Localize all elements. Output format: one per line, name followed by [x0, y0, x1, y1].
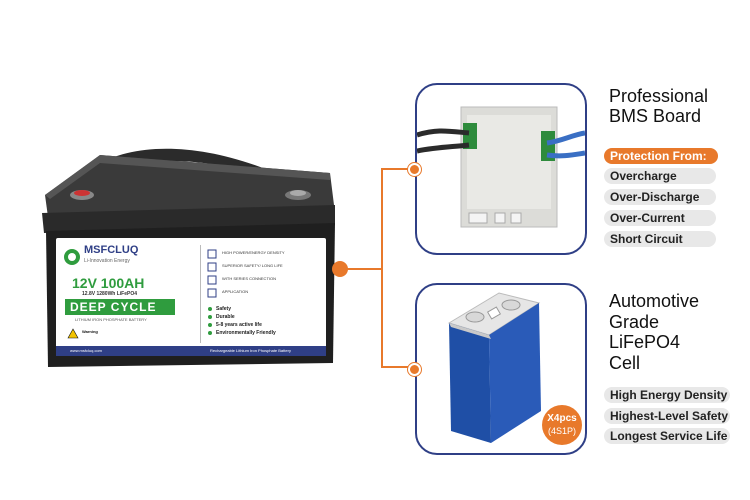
- cell-connector-dot: [408, 363, 421, 376]
- cell-benefit-service-life: Longest Service Life: [604, 428, 730, 444]
- battery-feature-item: 5-8 years active life: [216, 322, 262, 328]
- protection-item-over-discharge: Over-Discharge: [604, 189, 716, 205]
- cell-badge-count: X4pcs: [547, 413, 577, 424]
- battery-image: MSFCLUQ Li-Innovation Energy 12V 100AH 1…: [30, 125, 350, 375]
- battery-brand-tagline: Li-Innovation Energy: [84, 258, 130, 264]
- battery-brand: MSFCLUQ: [84, 244, 139, 256]
- bms-connector-dot: [408, 163, 421, 176]
- cell-badge-config: (4S1P): [547, 426, 576, 436]
- battery-checklist-item: APPLICATION: [222, 289, 249, 294]
- battery-warning-title: Warning: [82, 329, 98, 334]
- cell-panel: X4pcs (4S1P): [415, 283, 587, 455]
- cell-heading-line4: Cell: [609, 353, 641, 373]
- battery-feature-item: Environmentally Friendly: [216, 330, 276, 336]
- lifepo4-cell-graphic: [447, 292, 582, 445]
- battery-connector-dot: [332, 261, 348, 277]
- battery-footer-left: www.msfcluq.com: [70, 348, 103, 353]
- battery-deep-cycle: DEEP CYCLE: [70, 300, 157, 314]
- connector-vertical: [381, 168, 383, 368]
- battery-feature-item: Safety: [216, 306, 232, 312]
- connector-to-bms: [381, 168, 411, 170]
- battery-deep-cycle-sub: LITHIUM IRON PHOSPHATE BATTERY: [75, 317, 147, 322]
- protection-item-short-circuit: Short Circuit: [604, 231, 716, 247]
- bms-panel: [415, 83, 587, 255]
- connector-to-cell: [381, 366, 411, 368]
- battery-capacity-title: 12V 100AH: [72, 275, 145, 291]
- cell-heading-line1: Automotive: [609, 291, 700, 311]
- cell-heading-line3: LiFePO4: [609, 332, 681, 352]
- battery-footer-right: Rechargeable Lithium Iron Phosphate Batt…: [210, 348, 291, 353]
- battery-body-graphic: [42, 148, 335, 367]
- cell-heading-line2: Grade: [609, 312, 660, 332]
- cell-benefit-energy-density: High Energy Density: [604, 387, 730, 403]
- protection-from-label: Protection From:: [604, 148, 718, 164]
- connector-horizontal: [346, 268, 382, 270]
- battery-checklist-item: HIGH POWER/ENERGY DENSITY: [222, 250, 285, 255]
- bms-board-graphic: [417, 106, 585, 228]
- bms-heading-line1: Professional: [609, 86, 709, 106]
- protection-item-overcharge: Overcharge: [604, 168, 716, 184]
- battery-checklist-item: WITH SERIES CONNECTION: [222, 276, 277, 281]
- battery-checklist-item: SUPERIOR SAFETY/ LONG LIFE: [222, 263, 283, 268]
- bms-heading-line2: BMS Board: [609, 106, 702, 126]
- battery-feature-item: Durable: [216, 314, 235, 320]
- battery-capacity-sub: 12.8V 1280Wh LiFePO4: [82, 291, 138, 297]
- protection-item-over-current: Over-Current: [604, 210, 716, 226]
- cell-benefit-safety: Highest-Level Safety: [604, 408, 730, 424]
